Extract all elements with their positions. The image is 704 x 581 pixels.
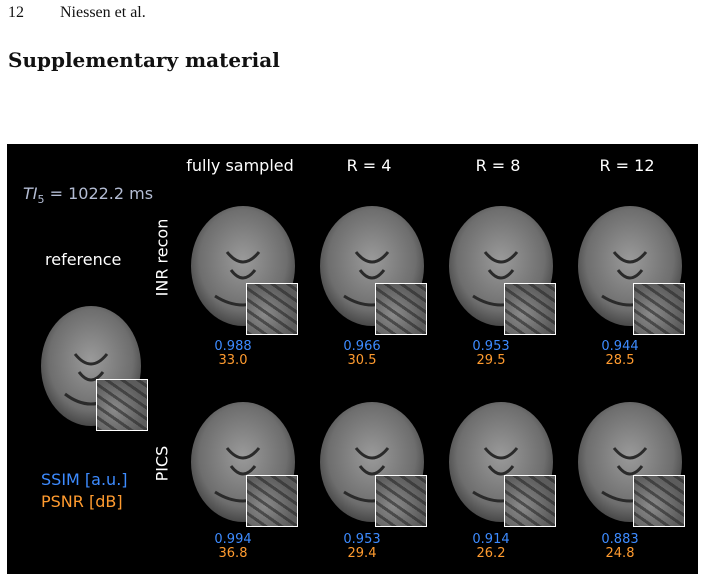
row-label-pics: PICS <box>152 445 172 482</box>
reference-label: reference <box>45 250 122 269</box>
inr-r12-metrics: 0.944 28.5 <box>590 340 650 368</box>
ssim-value: 0.914 <box>472 532 510 547</box>
psnr-value: 30.5 <box>347 353 377 368</box>
ssim-value: 0.994 <box>214 532 252 547</box>
section-title: Supplementary material <box>8 48 280 72</box>
pics-r4-metrics: 0.953 29.4 <box>332 533 392 561</box>
psnr-value: 36.8 <box>218 546 248 561</box>
col-label-r4: R = 4 <box>346 156 392 175</box>
pics-r8-metrics: 0.914 26.2 <box>461 533 521 561</box>
inr-r12-inset <box>633 283 685 335</box>
ti-value: = 1022.2 ms <box>44 184 154 203</box>
pics-r8-inset <box>504 475 556 527</box>
legend-psnr: PSNR [dB] <box>41 492 123 511</box>
inr-fully-sampled-metrics: 0.988 33.0 <box>203 340 263 368</box>
inr-fully-sampled-inset <box>246 283 298 335</box>
pics-r12-metrics: 0.883 24.8 <box>590 533 650 561</box>
inversion-time-label: TI5 = 1022.2 ms <box>23 184 153 206</box>
inr-r8-inset <box>504 283 556 335</box>
legend-ssim: SSIM [a.u.] <box>41 470 128 489</box>
pics-r12-inset <box>633 475 685 527</box>
psnr-value: 29.5 <box>476 353 506 368</box>
ti-symbol: TI <box>23 184 38 203</box>
pics-fully-sampled-inset <box>246 475 298 527</box>
psnr-value: 33.0 <box>218 353 248 368</box>
page-number: 12 <box>8 4 24 21</box>
col-label-r12: R = 12 <box>599 156 655 175</box>
ssim-value: 0.944 <box>601 339 639 354</box>
ti-subscript: 5 <box>37 193 45 207</box>
psnr-value: 26.2 <box>476 546 506 561</box>
inr-r8-metrics: 0.953 29.5 <box>461 340 521 368</box>
ssim-value: 0.883 <box>601 532 639 547</box>
authors: Niessen et al. <box>60 4 146 21</box>
psnr-value: 24.8 <box>605 546 635 561</box>
ssim-value: 0.953 <box>343 532 381 547</box>
pics-fully-sampled-metrics: 0.994 36.8 <box>203 533 263 561</box>
psnr-value: 29.4 <box>347 546 377 561</box>
ssim-value: 0.953 <box>472 339 510 354</box>
row-label-inr: INR recon <box>152 218 172 297</box>
col-label-r8: R = 8 <box>475 156 521 175</box>
reference-inset <box>96 379 148 431</box>
ssim-value: 0.966 <box>343 339 381 354</box>
page-header: 12 Niessen et al. <box>8 4 146 22</box>
psnr-value: 28.5 <box>605 353 635 368</box>
ssim-value: 0.988 <box>214 339 252 354</box>
col-label-fully-sampled: fully sampled <box>186 156 294 175</box>
inr-r4-inset <box>375 283 427 335</box>
pics-r4-inset <box>375 475 427 527</box>
figure-panel: fully sampled R = 4 R = 8 R = 12 TI5 = 1… <box>7 144 698 574</box>
inr-r4-metrics: 0.966 30.5 <box>332 340 392 368</box>
